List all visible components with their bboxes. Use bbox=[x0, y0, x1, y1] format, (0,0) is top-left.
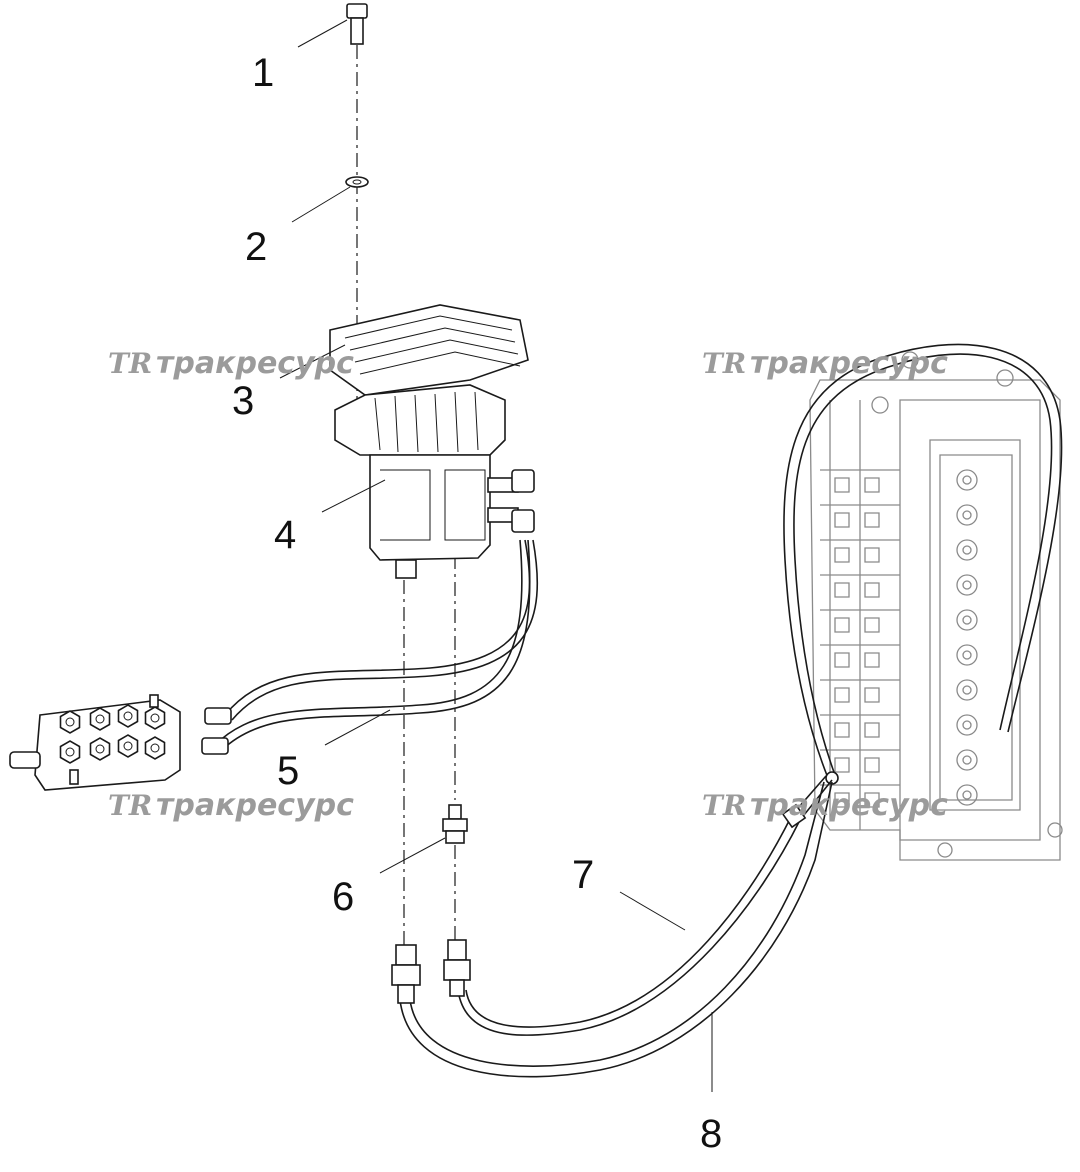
valve-section-port-center bbox=[962, 720, 972, 730]
callout-8: 8 bbox=[700, 1112, 722, 1156]
valve-section-port-center bbox=[962, 650, 972, 660]
manifold-port-hole bbox=[123, 741, 133, 751]
watermark-3: TR тракресурс bbox=[108, 788, 354, 823]
manifold-port-nut bbox=[59, 740, 81, 764]
valve-section-port bbox=[956, 679, 978, 701]
leader-lines bbox=[279, 19, 713, 1092]
valve-section-port-center bbox=[962, 510, 972, 520]
watermark-logo: TR bbox=[702, 789, 746, 822]
manifold-port-nut bbox=[144, 736, 166, 760]
manifold-port-hole bbox=[95, 714, 105, 724]
watermark-logo: TR bbox=[108, 347, 152, 380]
valve-side-fittings bbox=[487, 469, 535, 533]
valve-section-port bbox=[956, 784, 978, 806]
watermark-logo: TR bbox=[702, 347, 746, 380]
watermark-text: тракресурс bbox=[156, 788, 354, 823]
manifold-port-hole bbox=[123, 711, 133, 721]
control-valve-block bbox=[809, 351, 1063, 861]
watermark-text: тракресурс bbox=[750, 788, 948, 823]
hose-fitting-right bbox=[443, 939, 471, 997]
manifold-port-hole bbox=[150, 713, 160, 723]
manifold-port-nut bbox=[117, 734, 139, 758]
valve-section-port-center bbox=[962, 615, 972, 625]
hose-5 bbox=[214, 539, 539, 751]
manifold-port-hole bbox=[65, 717, 75, 727]
callout-1: 1 bbox=[252, 51, 274, 95]
callout-2: 2 bbox=[245, 225, 267, 269]
hose-8 bbox=[399, 781, 833, 1078]
valve-section-port bbox=[956, 539, 978, 561]
valve-section-port bbox=[956, 469, 978, 491]
callout-7: 7 bbox=[572, 853, 594, 897]
valve-section-port bbox=[956, 609, 978, 631]
callout-4: 4 bbox=[274, 513, 296, 557]
watermark-1: TR тракресурс bbox=[108, 346, 354, 381]
bolt bbox=[346, 3, 368, 45]
hose-loop-right bbox=[783, 343, 1063, 785]
manifold-port-hole bbox=[95, 744, 105, 754]
callout-labels: 1 2 3 4 5 6 7 8 bbox=[232, 51, 722, 1156]
watermark-2: TR тракресурс bbox=[702, 346, 948, 381]
washer bbox=[345, 176, 369, 188]
manifold-port-nut bbox=[89, 737, 111, 761]
manifold-port-nut bbox=[59, 710, 81, 734]
pedal-cover bbox=[329, 304, 529, 396]
adapter-fitting bbox=[442, 804, 468, 844]
valve-section-port bbox=[956, 504, 978, 526]
valve-section-port bbox=[956, 644, 978, 666]
valve-section-port-center bbox=[962, 475, 972, 485]
hydraulic-manifold bbox=[9, 694, 232, 791]
manifold-port-hole bbox=[150, 743, 160, 753]
control-valve-body bbox=[369, 454, 491, 579]
callout-3: 3 bbox=[232, 379, 254, 423]
valve-section-port-center bbox=[962, 685, 972, 695]
rubber-boot bbox=[334, 384, 506, 456]
valve-section-port-center bbox=[962, 755, 972, 765]
valve-section-port-center bbox=[962, 545, 972, 555]
valve-section-port bbox=[956, 749, 978, 771]
hose-7 bbox=[457, 775, 833, 1037]
manifold-port-nut bbox=[144, 706, 166, 730]
hose-fitting-left bbox=[391, 944, 421, 1004]
valve-section-port-center bbox=[962, 790, 972, 800]
manifold-port-nut bbox=[117, 704, 139, 728]
watermark-logo: TR bbox=[108, 789, 152, 822]
valve-section-port bbox=[956, 714, 978, 736]
manifold-port-nut bbox=[89, 707, 111, 731]
watermark-text: тракресурс bbox=[750, 346, 948, 381]
manifold-port-hole bbox=[65, 747, 75, 757]
callout-5: 5 bbox=[277, 749, 299, 793]
watermark-4: TR тракресурс bbox=[702, 788, 948, 823]
watermark-text: тракресурс bbox=[156, 346, 354, 381]
valve-section-port bbox=[956, 574, 978, 596]
callout-6: 6 bbox=[332, 875, 354, 919]
valve-section-port-center bbox=[962, 580, 972, 590]
